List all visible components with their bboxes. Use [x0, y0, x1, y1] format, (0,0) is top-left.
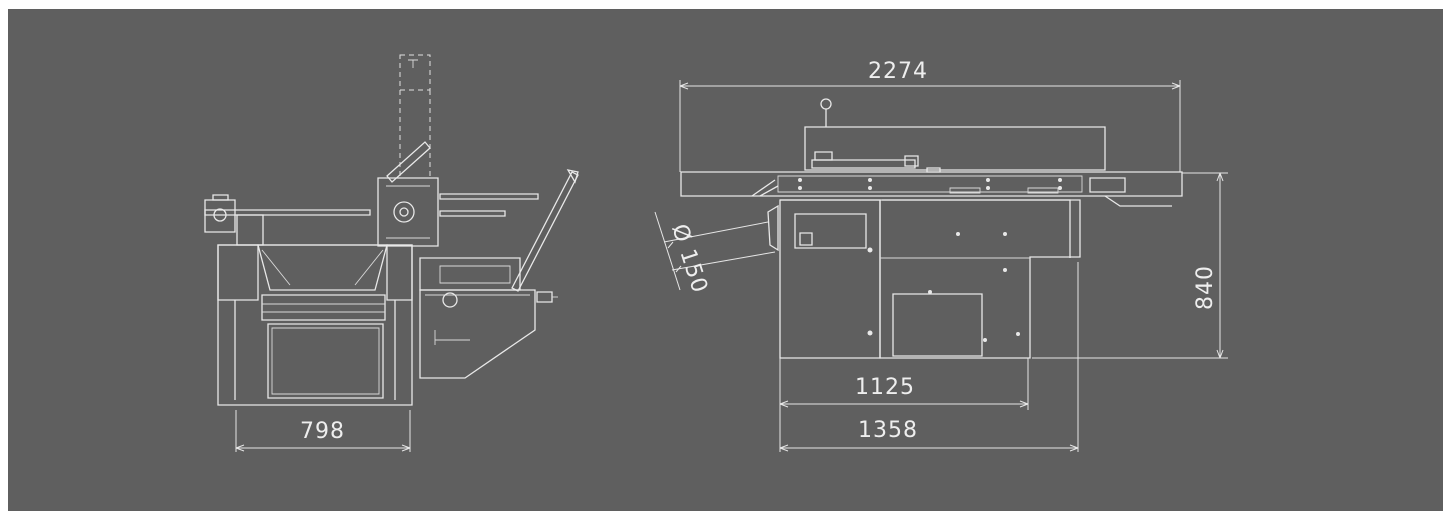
- dimension-front-width: 798: [235, 410, 411, 452]
- label-base-outer: 1358: [858, 418, 918, 443]
- dimension-height: 840: [1032, 172, 1228, 359]
- label-front-width: 798: [300, 419, 345, 444]
- dimension-base-inner: 1125: [779, 358, 1029, 410]
- label-overall-length: 2274: [868, 59, 928, 84]
- label-base-inner: 1125: [855, 375, 915, 400]
- front-view: [204, 54, 579, 406]
- dimension-outlet-diameter: Ø 150: [654, 211, 776, 297]
- drawing-panel: [8, 9, 1443, 511]
- label-height: 840: [1193, 265, 1218, 310]
- side-view: [680, 98, 1183, 359]
- dimension-overall-length: 2274: [679, 59, 1181, 172]
- label-outlet-diameter: Ø 150: [666, 221, 712, 297]
- dimension-base-outer: 1358: [779, 262, 1079, 452]
